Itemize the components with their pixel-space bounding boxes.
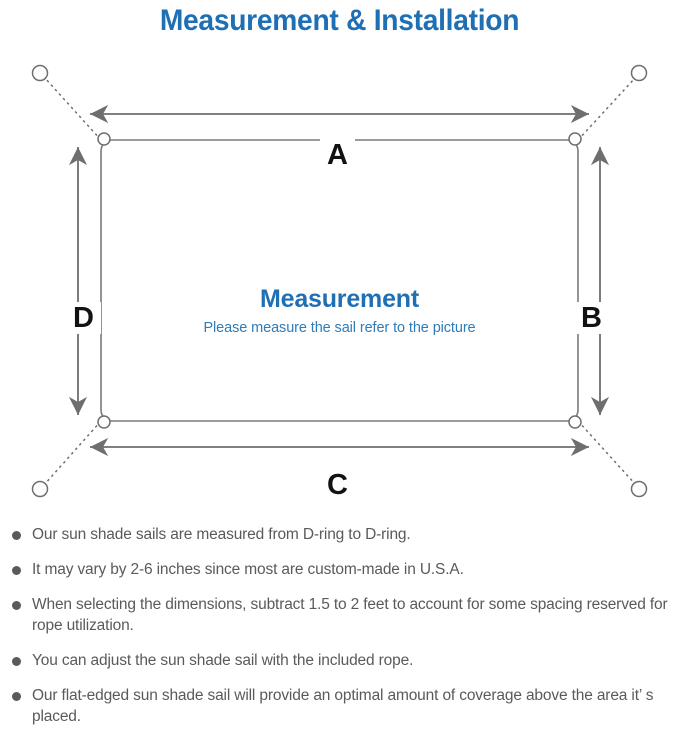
dimension-label-c: C — [320, 469, 355, 501]
note-item: Our flat-edged sun shade sail will provi… — [0, 685, 679, 727]
bullet-icon — [12, 531, 21, 540]
rope-line-top-right — [577, 76, 637, 141]
notes-list: Our sun shade sails are measured from D-… — [0, 524, 679, 741]
rope-line-bottom-left — [43, 420, 102, 486]
anchor-top-left-icon — [31, 64, 49, 82]
note-text: Our flat-edged sun shade sail will provi… — [32, 687, 654, 725]
d-ring-top-left-icon — [97, 132, 111, 146]
dimension-label-b: B — [574, 302, 609, 334]
note-text: You can adjust the sun shade sail with t… — [32, 652, 414, 669]
d-ring-bottom-right-icon — [568, 415, 582, 429]
bullet-icon — [12, 692, 21, 701]
note-item: When selecting the dimensions, subtract … — [0, 594, 679, 636]
bullet-icon — [12, 566, 21, 575]
note-item: It may vary by 2-6 inches since most are… — [0, 559, 679, 580]
dimension-label-d: D — [66, 302, 101, 334]
note-text: It may vary by 2-6 inches since most are… — [32, 561, 464, 578]
note-text: When selecting the dimensions, subtract … — [32, 596, 668, 634]
rope-line-top-left — [43, 76, 102, 141]
rope-line-bottom-right — [577, 420, 637, 486]
bullet-icon — [12, 657, 21, 666]
measurement-diagram: A B C D Measurement Please measure the s… — [0, 44, 679, 514]
anchor-top-right-icon — [630, 64, 648, 82]
anchor-bottom-left-icon — [31, 480, 49, 498]
page-title: Measurement & Installation — [159, 4, 520, 37]
sail-shape — [100, 139, 579, 422]
note-text: Our sun shade sails are measured from D-… — [32, 526, 411, 543]
note-item: You can adjust the sun shade sail with t… — [0, 650, 679, 671]
diagram-svg — [31, 64, 648, 498]
anchor-bottom-right-icon — [630, 480, 648, 498]
bullet-icon — [12, 601, 21, 610]
dimension-label-a: A — [320, 139, 355, 171]
d-ring-bottom-left-icon — [97, 415, 111, 429]
d-ring-top-right-icon — [568, 132, 582, 146]
note-item: Our sun shade sails are measured from D-… — [0, 524, 679, 545]
